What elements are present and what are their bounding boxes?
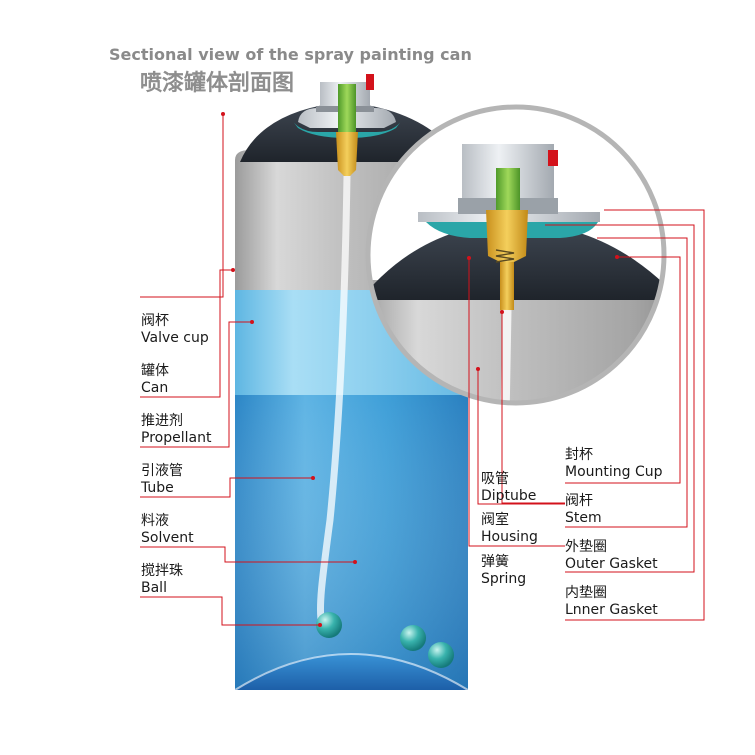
label-propellant: 推进剂 Propellant bbox=[141, 413, 212, 446]
dip-tube bbox=[316, 175, 351, 626]
label-en: Valve cup bbox=[141, 330, 209, 346]
title-chinese: 喷漆罐体剖面图 bbox=[140, 70, 294, 96]
label-diptube: 吸管 Diptube bbox=[481, 471, 536, 504]
label-housing: 阀室 Housing bbox=[481, 511, 538, 545]
label-zh: 弹簧 bbox=[481, 554, 509, 570]
label-spring: 弹簧 Spring bbox=[481, 554, 526, 587]
label-zh: 搅拌珠 bbox=[141, 563, 183, 579]
label-zh: 罐体 bbox=[141, 363, 169, 379]
label-zh: 内垫圈 bbox=[565, 585, 607, 601]
label-ball: 搅拌珠 Ball bbox=[141, 563, 183, 596]
label-tube: 引液管 Tube bbox=[140, 463, 183, 496]
label-valve-cup: 阀杯 Valve cup bbox=[141, 313, 209, 346]
label-en: Propellant bbox=[141, 430, 212, 446]
label-en: Spring bbox=[481, 571, 526, 587]
label-en: Lnner Gasket bbox=[565, 602, 658, 618]
label-en: Stem bbox=[565, 510, 602, 526]
label-zh: 阀杯 bbox=[141, 313, 169, 329]
label-zh: 推进剂 bbox=[141, 413, 183, 429]
label-en: Tube bbox=[140, 480, 174, 496]
label-en: Mounting Cup bbox=[565, 464, 663, 480]
label-zh: 阀杆 bbox=[565, 493, 593, 509]
label-zh: 吸管 bbox=[481, 471, 509, 487]
label-en: Outer Gasket bbox=[565, 556, 658, 572]
mixing-ball bbox=[428, 642, 454, 668]
label-en: Diptube bbox=[481, 488, 536, 504]
label-en: Can bbox=[141, 380, 168, 396]
label-can: 罐体 Can bbox=[141, 363, 169, 396]
title-english: Sectional view of the spray painting can bbox=[109, 45, 472, 64]
label-en: Solvent bbox=[141, 530, 194, 546]
label-inner-gasket: 内垫圈 Lnner Gasket bbox=[565, 585, 658, 618]
label-zh: 料液 bbox=[141, 513, 169, 529]
label-zh: 外垫圈 bbox=[565, 539, 607, 555]
mixing-ball bbox=[316, 612, 342, 638]
label-en: Housing bbox=[481, 529, 538, 545]
valve-housing bbox=[336, 132, 358, 176]
leader-lines bbox=[140, 114, 705, 626]
label-stem: 阀杆 Stem bbox=[565, 493, 602, 526]
label-solvent: 料液 Solvent bbox=[141, 513, 194, 546]
leader-dots bbox=[221, 112, 619, 627]
label-outer-gasket: 外垫圈 Outer Gasket bbox=[565, 539, 658, 572]
label-zh: 引液管 bbox=[141, 463, 183, 479]
valve-stem bbox=[338, 84, 356, 134]
mixing-ball bbox=[400, 625, 426, 651]
label-zh: 阀室 bbox=[481, 511, 509, 528]
label-en: Ball bbox=[141, 580, 167, 596]
label-mounting-cup: 封杯 Mounting Cup bbox=[565, 447, 663, 480]
label-zh: 封杯 bbox=[565, 447, 593, 463]
